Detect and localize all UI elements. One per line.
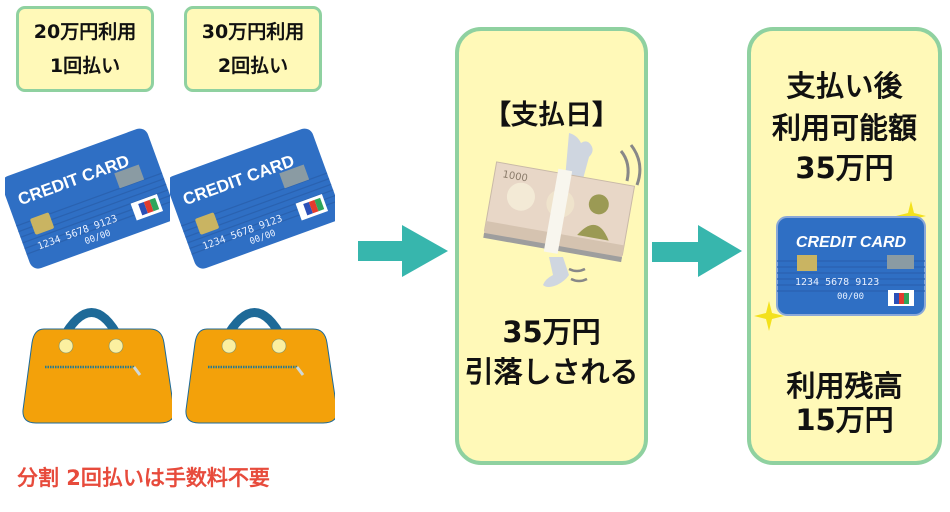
- after-payment-panel: 支払い後 利用可能額 35万円 CREDIT CARD 1234 5678 91…: [747, 27, 942, 465]
- svg-text:1234 5678 9123: 1234 5678 9123: [795, 277, 879, 288]
- arrow-right-icon: [358, 225, 448, 277]
- handbag-icon: [22, 308, 172, 424]
- installment-note: 分割 2回払いは手数料不要: [17, 466, 270, 490]
- after-line2: 利用可能額: [771, 111, 917, 145]
- available-amount: 35万円: [795, 151, 894, 185]
- balance-amount: 15万円: [795, 403, 894, 437]
- credit-card-icon: CREDIT CARD 1234 5678 9123 00/00: [170, 128, 335, 269]
- debit-action: 引落しされる: [464, 355, 639, 389]
- balance-label: 利用残高: [786, 369, 903, 403]
- money-bundle-icon: 1000: [483, 133, 642, 287]
- after-line1: 支払い後: [786, 69, 903, 103]
- svg-text:1000: 1000: [502, 169, 529, 184]
- tag-20man-1-payment: 20万円利用 1回払い: [16, 6, 154, 92]
- tag-line1: 20万円利用: [33, 21, 137, 43]
- handbag-icon: [185, 308, 335, 424]
- payment-day-panel: 【支払日】 1000 35万円 引落しされる: [455, 27, 648, 465]
- credit-card-icon: CREDIT CARD 1234 5678 9123 00/00: [5, 128, 170, 269]
- tag-line2: 2回払い: [217, 55, 289, 77]
- payment-day-title: 【支払日】: [484, 100, 619, 131]
- svg-text:CREDIT CARD: CREDIT CARD: [796, 234, 907, 251]
- arrow-right-icon: [652, 225, 742, 277]
- debit-amount: 35万円: [502, 315, 601, 349]
- svg-text:00/00: 00/00: [837, 292, 864, 302]
- credit-card-icon: CREDIT CARD 1234 5678 9123 00/00: [754, 201, 926, 331]
- tag-30man-2-payments: 30万円利用 2回払い: [184, 6, 322, 92]
- tag-line2: 1回払い: [49, 55, 121, 77]
- tag-line1: 30万円利用: [201, 21, 305, 43]
